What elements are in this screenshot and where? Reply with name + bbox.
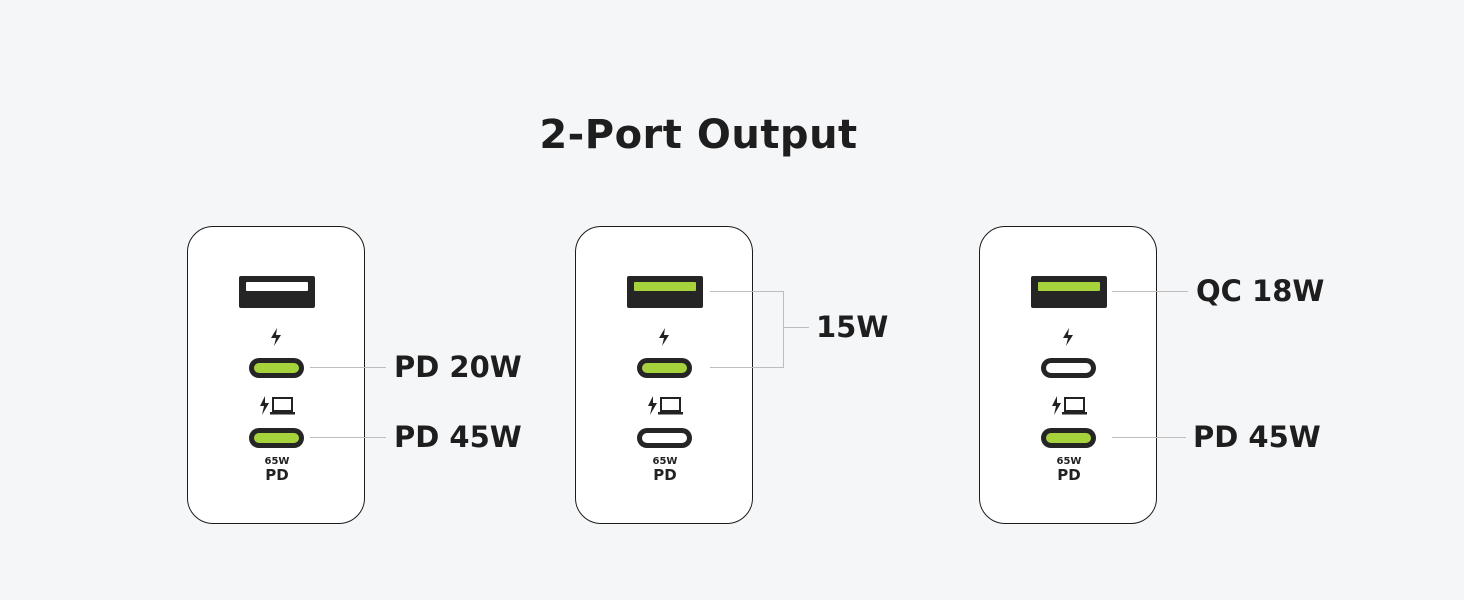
- usb-c2-port: [637, 428, 692, 448]
- output-label: PD 45W: [1193, 420, 1321, 454]
- usb-a-tongue: [1038, 282, 1100, 291]
- usb-a-tongue: [634, 282, 696, 291]
- usb-c1-tongue: [1046, 363, 1091, 373]
- leader-line: [1112, 291, 1188, 292]
- usb-c1-port: [637, 358, 692, 378]
- leader-line: [1112, 437, 1186, 438]
- usb-c1-tongue: [254, 363, 299, 373]
- leader-line: [783, 327, 809, 328]
- usb-a-tongue: [246, 282, 308, 291]
- pd-badge: PD: [1057, 466, 1081, 484]
- usb-c1-port: [249, 358, 304, 378]
- usb-a-port: [1031, 276, 1107, 308]
- charger-1: 65W PD: [187, 226, 365, 524]
- usb-c2-tongue: [1046, 433, 1091, 443]
- lightning-bolt-icon: [1063, 328, 1073, 346]
- leader-line: [710, 291, 783, 292]
- pd-badge: PD: [265, 466, 289, 484]
- usb-a-port: [627, 276, 703, 308]
- watt-badge: 65W: [264, 456, 290, 467]
- output-label: PD 20W: [394, 350, 522, 384]
- bolt-laptop-icon: [648, 396, 683, 415]
- bolt-laptop-icon: [1052, 396, 1087, 415]
- watt-badge: 65W: [652, 456, 678, 467]
- bracket-line: [783, 291, 784, 368]
- lightning-bolt-icon: [659, 328, 669, 346]
- usb-c1-port: [1041, 358, 1096, 378]
- output-label: 15W: [816, 310, 889, 344]
- leader-line: [310, 367, 386, 368]
- usb-c2-tongue: [642, 433, 687, 443]
- usb-c2-port: [249, 428, 304, 448]
- leader-line: [710, 367, 783, 368]
- output-label: PD 45W: [394, 420, 522, 454]
- output-label: QC 18W: [1196, 274, 1325, 308]
- pd-badge: PD: [653, 466, 677, 484]
- leader-line: [310, 437, 386, 438]
- usb-c2-port: [1041, 428, 1096, 448]
- page-title: 2-Port Output: [539, 112, 858, 158]
- watt-badge: 65W: [1056, 456, 1082, 467]
- usb-c1-tongue: [642, 363, 687, 373]
- lightning-bolt-icon: [271, 328, 281, 346]
- charger-2: 65W PD: [575, 226, 753, 524]
- bolt-laptop-icon: [260, 396, 295, 415]
- charger-3: 65W PD: [979, 226, 1157, 524]
- usb-a-port: [239, 276, 315, 308]
- usb-c2-tongue: [254, 433, 299, 443]
